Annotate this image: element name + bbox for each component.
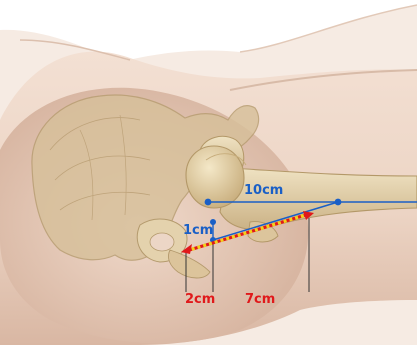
label-2cm: 2cm <box>185 292 215 307</box>
label-1cm: 1cm <box>183 223 213 238</box>
measure-point-10cm-left <box>205 199 212 206</box>
label-7cm: 7cm <box>245 292 275 307</box>
label-10cm: 10cm <box>244 183 283 198</box>
